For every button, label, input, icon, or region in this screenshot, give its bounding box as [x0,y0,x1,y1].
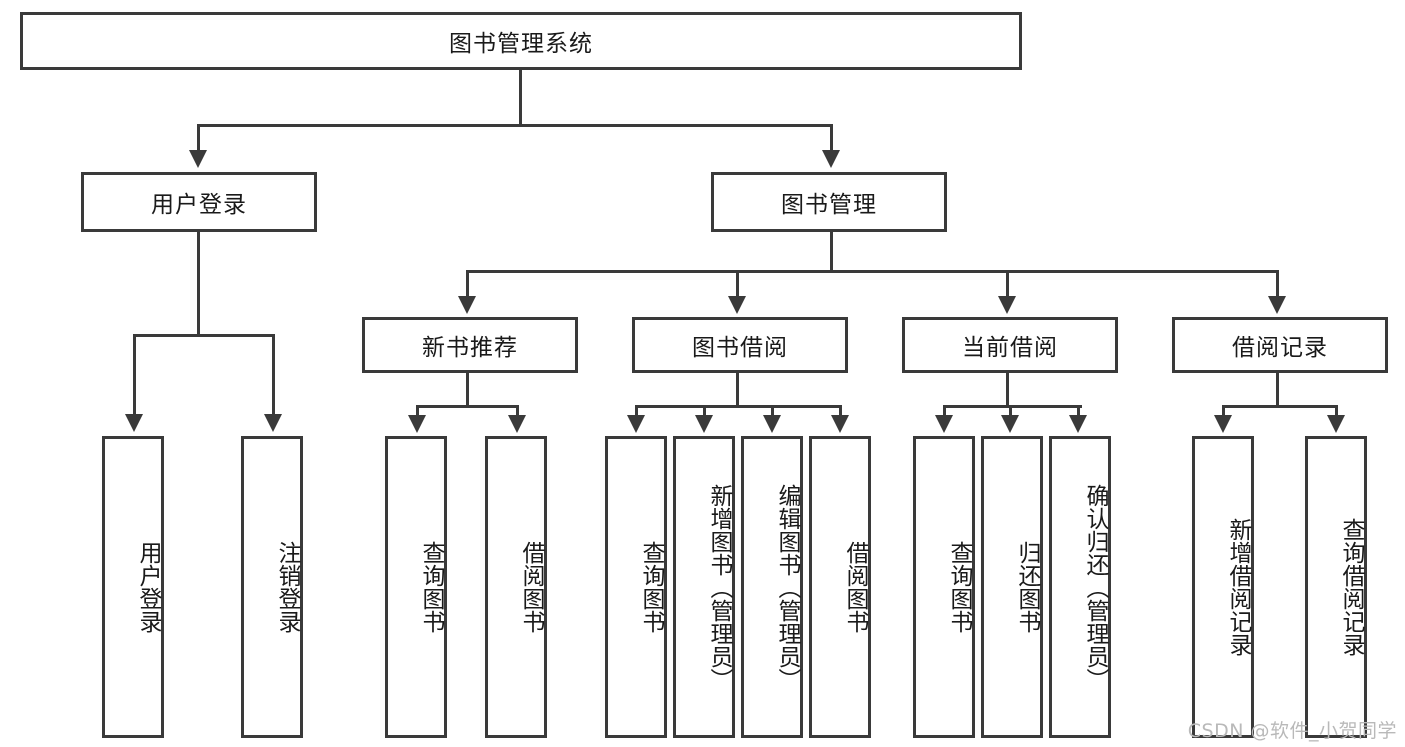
edge-root-to-book-management [830,124,833,152]
edge-br-drop-2 [1335,405,1338,417]
node-label: 查询图书 [946,541,972,633]
node-borrow-record[interactable]: 借阅记录 [1172,317,1388,373]
edge-cb-drop-3 [1077,405,1080,417]
arrowhead-leaf-user-login [125,414,143,432]
leaf-edit-book[interactable]: 编辑图书（管理员） [741,436,803,738]
node-label: 查询借阅记录 [1338,518,1364,656]
node-label: 查询图书 [418,541,444,633]
node-label: 图书管理 [781,192,877,218]
node-label: 借阅记录 [1232,335,1328,361]
edge-nbr-stem [466,373,469,408]
arrowhead-user-login [189,150,207,168]
node-label: 编辑图书（管理员） [774,483,800,691]
edge-root-bus [197,124,833,127]
node-label: 新增借阅记录 [1225,518,1251,656]
node-book-management[interactable]: 图书管理 [711,172,947,232]
arrowhead-leaf-query-record [1327,415,1345,433]
node-label: 新书推荐 [422,335,518,361]
arrowhead-leaf-query-book-1 [408,415,426,433]
edge-book-management-bus [466,270,1278,273]
leaf-query-book-3[interactable]: 查询图书 [913,436,975,738]
edge-cb-drop-1 [943,405,946,417]
leaf-return-book[interactable]: 归还图书 [981,436,1043,738]
edge-bb-drop-4 [839,405,842,417]
node-book-management-system[interactable]: 图书管理系统 [20,12,1022,70]
arrowhead-leaf-logout-login [264,414,282,432]
node-label: 借阅图书 [518,541,544,633]
edge-bm-drop-1 [466,270,469,298]
arrowhead-leaf-add-record [1214,415,1232,433]
leaf-query-record[interactable]: 查询借阅记录 [1305,436,1367,738]
edge-bb-drop-1 [635,405,638,417]
edge-bb-stem [736,373,739,408]
node-label: 用户登录 [151,192,247,218]
arrowhead-leaf-confirm-return [1069,415,1087,433]
edge-root-stem [519,70,522,126]
node-current-borrow[interactable]: 当前借阅 [902,317,1118,373]
leaf-query-book-2[interactable]: 查询图书 [605,436,667,738]
arrowhead-borrow-record [1268,296,1286,314]
edge-cb-bus [943,405,1082,408]
edge-cb-stem [1006,373,1009,408]
node-label: 图书借阅 [692,335,788,361]
arrowhead-leaf-query-book-2 [627,415,645,433]
edge-book-management-stem [830,232,833,272]
node-label: 确认归还（管理员） [1082,483,1108,691]
edge-bm-drop-3 [1006,270,1009,298]
edge-user-login-stem [197,232,200,336]
edge-user-login-bus [133,334,275,337]
leaf-borrow-book-2[interactable]: 借阅图书 [809,436,871,738]
node-label: 借阅图书 [842,541,868,633]
leaf-add-book[interactable]: 新增图书（管理员） [673,436,735,738]
edge-nbr-bus [416,405,519,408]
arrowhead-leaf-borrow-book-1 [508,415,526,433]
leaf-logout-login[interactable]: 注销登录 [241,436,303,738]
leaf-confirm-return[interactable]: 确认归还（管理员） [1049,436,1111,738]
node-label: 新增图书（管理员） [706,483,732,691]
arrowhead-leaf-edit-book [763,415,781,433]
leaf-query-book-1[interactable]: 查询图书 [385,436,447,738]
arrowhead-leaf-return-book [1001,415,1019,433]
leaf-user-login[interactable]: 用户登录 [102,436,164,738]
edge-cb-drop-2 [1009,405,1012,417]
edge-nbr-drop-2 [516,405,519,417]
arrowhead-current-borrow [998,296,1016,314]
node-label: 用户登录 [135,541,161,633]
node-label: 当前借阅 [962,335,1058,361]
edge-br-drop-1 [1222,405,1225,417]
arrowhead-new-book-recommend [458,296,476,314]
node-label: 图书管理系统 [449,31,593,57]
node-new-book-recommend[interactable]: 新书推荐 [362,317,578,373]
node-book-borrow[interactable]: 图书借阅 [632,317,848,373]
arrowhead-book-management [822,150,840,168]
edge-bb-drop-3 [771,405,774,417]
edge-br-bus [1222,405,1338,408]
edge-user-login-drop-1 [133,334,136,416]
arrowhead-leaf-query-book-3 [935,415,953,433]
node-label: 查询图书 [638,541,664,633]
leaf-add-record[interactable]: 新增借阅记录 [1192,436,1254,738]
edge-bb-drop-2 [703,405,706,417]
node-label: 注销登录 [274,541,300,633]
leaf-borrow-book-1[interactable]: 借阅图书 [485,436,547,738]
arrowhead-leaf-borrow-book-2 [831,415,849,433]
edge-bm-drop-2 [736,270,739,298]
node-label: 归还图书 [1014,541,1040,633]
edge-br-stem [1276,373,1279,408]
edge-nbr-drop-1 [416,405,419,417]
arrowhead-book-borrow [728,296,746,314]
edge-root-to-user-login [197,124,200,152]
edge-bm-drop-4 [1276,270,1279,298]
edge-user-login-drop-2 [272,334,275,416]
edge-bb-bus [635,405,842,408]
arrowhead-leaf-add-book [695,415,713,433]
node-user-login[interactable]: 用户登录 [81,172,317,232]
